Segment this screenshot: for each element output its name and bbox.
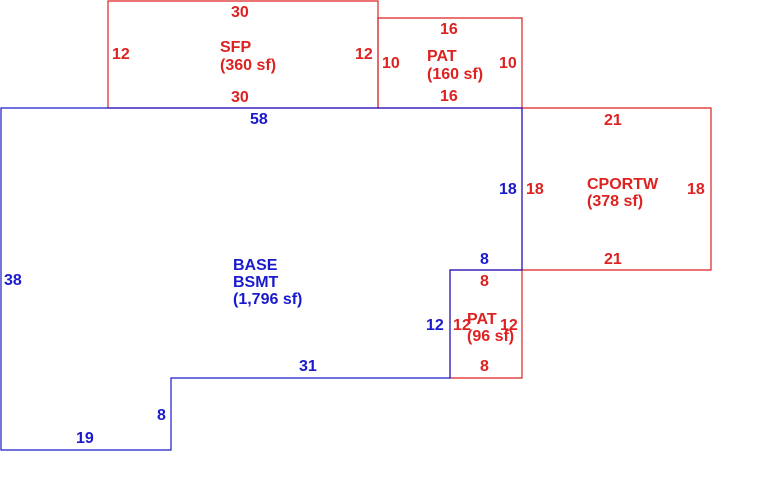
pat-upper-dim-left: 10 — [382, 55, 400, 72]
base-dim-notch: 8 — [157, 407, 166, 424]
cportw-dim-right: 18 — [687, 181, 705, 198]
pat-upper-label: PAT — [427, 48, 457, 65]
pat-lower-dim-top: 8 — [480, 273, 489, 290]
pat-lower-area: (96 sf) — [467, 328, 514, 345]
pat-lower-dim-right: 12 — [500, 317, 518, 334]
base-label-2: BSMT — [233, 274, 279, 291]
base-dim-bottom: 19 — [76, 430, 94, 447]
base-dim-right: 18 — [499, 181, 517, 198]
cportw-label: CPORTW — [587, 176, 659, 193]
base-dim-inner: 12 — [426, 317, 444, 334]
sfp-area: (360 sf) — [220, 57, 276, 74]
pat-lower-dim-left: 12 — [453, 317, 471, 334]
sfp-label: SFP — [220, 39, 251, 56]
pat-upper-dim-bottom: 16 — [440, 88, 458, 105]
base-dim-step: 8 — [480, 251, 489, 268]
base-dim-top: 58 — [250, 111, 268, 128]
sfp-dim-left: 12 — [112, 46, 130, 63]
sfp-dim-right: 12 — [355, 46, 373, 63]
cportw-area: (378 sf) — [587, 193, 643, 210]
pat-upper-area: (160 sf) — [427, 66, 483, 83]
base-label: BASE — [233, 257, 278, 274]
sfp-dim-bottom: 30 — [231, 89, 249, 106]
base-dim-mid: 31 — [299, 358, 317, 375]
pat-upper-dim-right: 10 — [499, 55, 517, 72]
cportw-dim-left: 18 — [526, 181, 544, 198]
base-bsmt-outline — [0, 107, 523, 451]
sfp-dim-top: 30 — [231, 4, 249, 21]
pat-lower-dim-bottom: 8 — [480, 358, 489, 375]
base-dim-left: 38 — [4, 272, 22, 289]
base-area: (1,796 sf) — [233, 291, 302, 308]
cportw-dim-top: 21 — [604, 112, 622, 129]
cportw-dim-bottom: 21 — [604, 251, 622, 268]
pat-upper-dim-top: 16 — [440, 21, 458, 38]
pat-lower-label: PAT — [467, 311, 497, 328]
